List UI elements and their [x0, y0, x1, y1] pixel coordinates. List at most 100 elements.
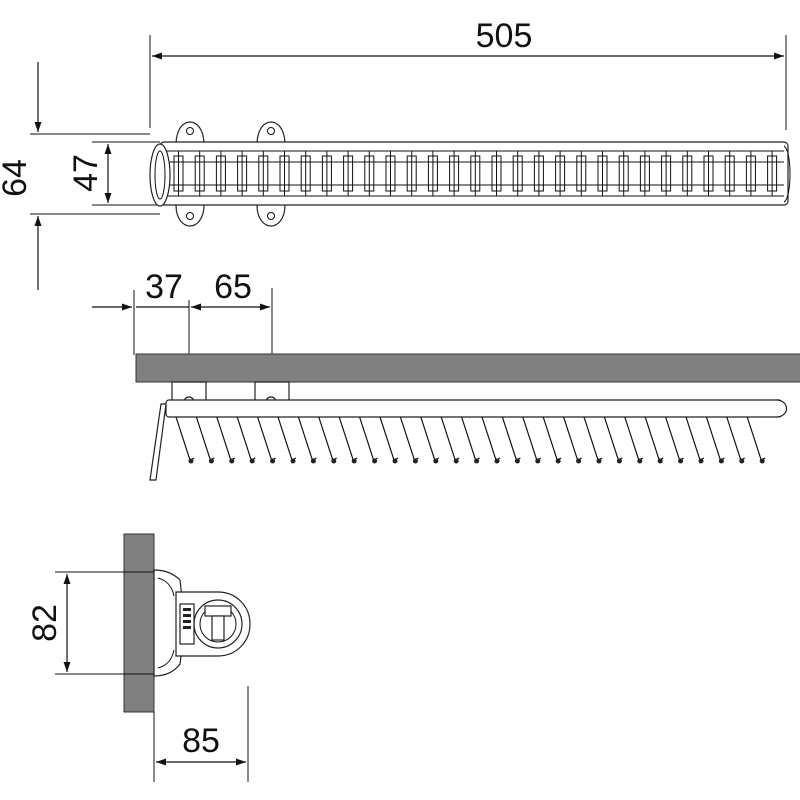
hook-side: [236, 416, 256, 461]
hook-row-side: [175, 416, 766, 464]
hook-side-tip: [514, 458, 520, 464]
rail-body-side: [149, 399, 788, 481]
hook-side-tip: [433, 458, 439, 464]
hook-side-tip: [208, 458, 214, 464]
mount-spacing-label: 65: [214, 268, 252, 306]
hook-side: [644, 416, 664, 461]
length-dimension: 505: [149, 17, 787, 130]
front-view: 82 85: [26, 533, 251, 782]
hook-side: [399, 416, 419, 461]
wall-panel: [123, 533, 155, 713]
hook-top: [767, 151, 778, 196]
hook-top: [576, 151, 587, 196]
hook-side: [318, 416, 338, 461]
depth-label: 85: [182, 722, 220, 760]
hook-top: [194, 151, 205, 196]
top-view: 505 64 47: [0, 17, 791, 290]
hook-top: [427, 151, 438, 196]
hook-side: [338, 416, 358, 461]
inner-height-dimension: 47: [67, 141, 160, 206]
hook-side-tip: [412, 458, 418, 464]
shelf-panel: [135, 353, 800, 383]
hook-top: [533, 151, 544, 196]
hook-top: [343, 151, 354, 196]
hook-side: [379, 416, 399, 461]
front-height-label: 82: [26, 604, 64, 642]
hook-top: [406, 151, 417, 196]
hook-side-tip: [555, 458, 561, 464]
hook-side: [257, 416, 276, 461]
hook-side-tip: [331, 458, 337, 464]
bracket-profile-front: [153, 569, 251, 677]
hook-side-tip: [678, 458, 684, 464]
front-height-dimension: 82: [26, 571, 160, 675]
hook-side: [501, 416, 521, 461]
hook-side-tip: [270, 458, 276, 464]
hook-top: [597, 151, 608, 196]
hook-top: [618, 151, 629, 196]
hook-side: [297, 416, 317, 461]
hook-top: [661, 151, 672, 196]
hook-side: [583, 416, 603, 461]
hook-side-tip: [249, 458, 255, 464]
hook-side: [726, 416, 746, 461]
hook-side-tip: [718, 458, 724, 464]
hook-top: [703, 151, 714, 196]
hook-side-tip: [657, 458, 663, 464]
hook-top: [724, 151, 735, 196]
hook-top: [682, 151, 693, 196]
hook-top: [237, 151, 248, 196]
outer-height-dimension: 64: [0, 62, 160, 290]
hook-side: [705, 416, 725, 461]
hook-side-tip: [576, 458, 582, 464]
hook-top: [321, 151, 332, 196]
hook-side: [542, 416, 562, 461]
hook-side: [440, 416, 460, 461]
hook-side-tip: [188, 458, 194, 464]
hook-side: [175, 416, 195, 461]
hook-side-tip: [698, 458, 704, 464]
hook-side: [461, 416, 480, 461]
hook-side: [522, 416, 542, 461]
hook-side: [746, 416, 766, 461]
mount-offset-dimension: 37 65: [92, 268, 273, 355]
hook-top: [449, 151, 460, 196]
hook-side-tip: [616, 458, 622, 464]
hook-top: [745, 151, 756, 196]
hook-side-tip: [351, 458, 357, 464]
hook-top: [491, 151, 502, 196]
hook-side-tip: [637, 458, 643, 464]
depth-dimension: 85: [153, 686, 249, 782]
hook-side-tip: [739, 458, 745, 464]
hook-top: [512, 151, 523, 196]
hook-side: [685, 416, 705, 461]
hook-top: [300, 151, 311, 196]
hook-side-tip: [596, 458, 602, 464]
hook-side: [277, 416, 297, 461]
inner-height-label: 47: [67, 154, 105, 192]
hook-side-tip: [310, 458, 316, 464]
hook-top: [279, 151, 290, 196]
hook-top: [555, 151, 566, 196]
hook-side: [665, 416, 684, 461]
hook-top: [470, 151, 481, 196]
hook-side: [563, 416, 582, 461]
hook-top: [385, 151, 396, 196]
hook-top: [215, 151, 226, 196]
hook-side-tip: [494, 458, 500, 464]
hook-side: [359, 416, 378, 461]
outer-height-label: 64: [0, 159, 34, 197]
hook-side-tip: [290, 458, 296, 464]
hook-row-top: [173, 151, 778, 196]
hook-top: [173, 151, 184, 196]
length-dimension-label: 505: [476, 17, 533, 55]
hook-side-tip: [474, 458, 480, 464]
hook-side-tip: [759, 458, 765, 464]
hook-side: [420, 416, 440, 461]
hook-top: [639, 151, 650, 196]
hook-side-tip: [535, 458, 541, 464]
hook-side: [216, 416, 236, 461]
hook-side: [481, 416, 501, 461]
hook-top: [258, 151, 269, 196]
